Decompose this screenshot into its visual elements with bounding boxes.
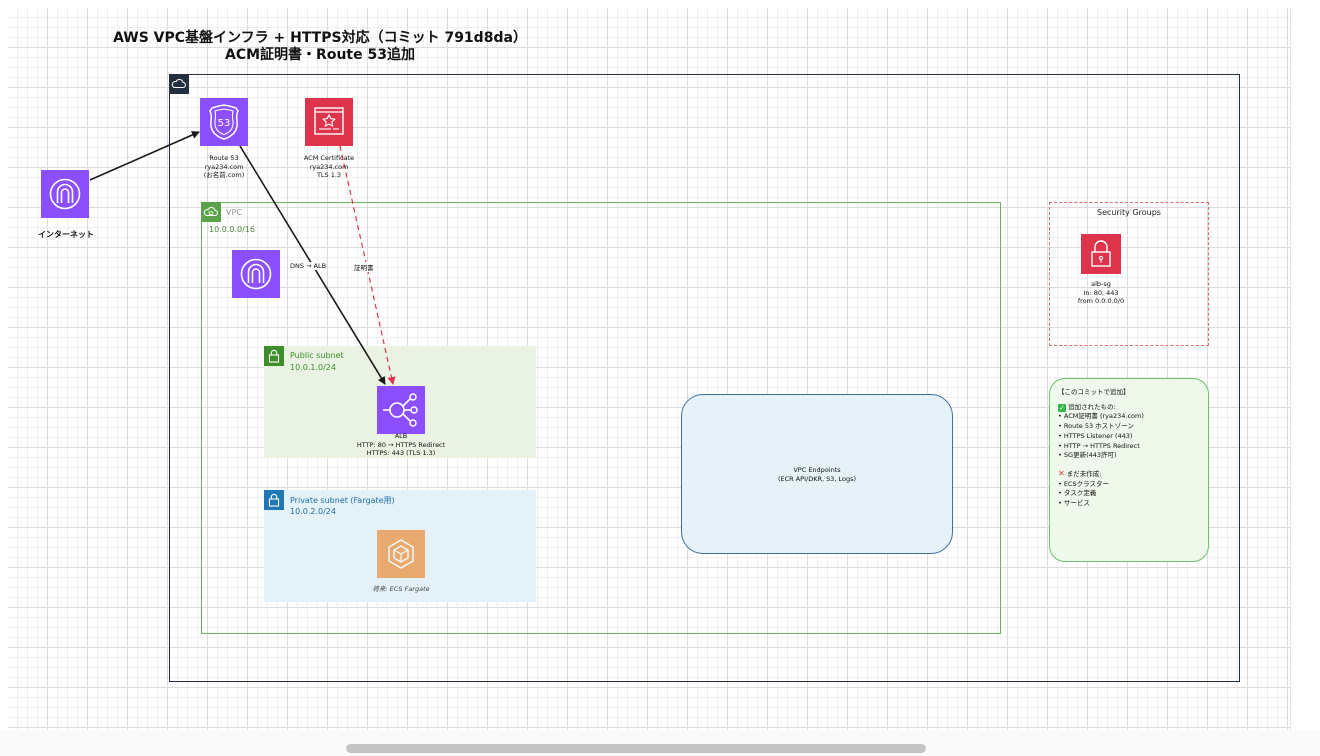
internet-label: インターネット bbox=[38, 230, 94, 239]
commit-note-text: 【このコミットで追加】 ✓ 追加されたもの: • ACM証明書 (rya234.… bbox=[1058, 388, 1204, 509]
cross-icon: ✕ bbox=[1058, 468, 1065, 478]
certificate-icon[interactable] bbox=[305, 98, 353, 146]
alb-caption: ALB HTTP: 80 → HTTPS Redirect HTTPS: 443… bbox=[356, 432, 446, 457]
note-added-item: • HTTPS Listener (443) bbox=[1058, 431, 1133, 440]
cloud-icon bbox=[169, 74, 189, 94]
public-subnet-cidr: 10.0.1.0/24 bbox=[290, 363, 336, 372]
note-added-item: • ACM証明書 (rya234.com) bbox=[1058, 412, 1144, 421]
private-subnet-cidr: 10.0.2.0/24 bbox=[290, 507, 336, 516]
note-pending-heading: まだ未作成: bbox=[1066, 469, 1102, 478]
title-line-2: ACM証明書・Route 53追加 bbox=[225, 47, 415, 63]
note-added-heading: 追加されたもの: bbox=[1068, 402, 1116, 411]
ecs-fargate-icon[interactable] bbox=[377, 530, 425, 578]
edge-label-dns: DNS → ALB bbox=[289, 262, 328, 270]
private-subnet-lock-icon bbox=[264, 490, 284, 510]
note-title: 【このコミットで追加】 bbox=[1058, 388, 1130, 396]
diagram-title: AWS VPC基盤インフラ + HTTPS対応（コミット 791d8da） AC… bbox=[112, 30, 528, 64]
aws-cloud-group[interactable] bbox=[169, 74, 1240, 682]
public-subnet-label: Public subnet bbox=[290, 351, 344, 360]
route53-caption: Route 53 rya234.com (お名前.com) bbox=[203, 154, 245, 179]
sg-caption: alb-sg In: 80, 443 from 0.0.0.0/0 bbox=[1077, 280, 1125, 305]
note-pending-item: • タスク定義 bbox=[1058, 489, 1097, 498]
edge-label-certificate: 証明書 bbox=[353, 262, 375, 272]
commit-note-box[interactable] bbox=[1049, 378, 1209, 562]
note-added-item: • Route 53 ホストゾーン bbox=[1058, 422, 1134, 431]
note-added-item: • SG更新(443許可) bbox=[1058, 451, 1117, 460]
title-line-1: AWS VPC基盤インフラ + HTTPS対応（コミット 791d8da） bbox=[113, 30, 527, 46]
vpc-endpoints-text: VPC Endpoints (ECR API/DKR, S3, Logs) bbox=[777, 466, 857, 483]
private-subnet-label: Private subnet (Fargate用) bbox=[290, 496, 395, 505]
vpc-cloud-icon bbox=[201, 202, 221, 222]
note-pending-item: • サービス bbox=[1058, 499, 1090, 508]
vpc-cidr: 10.0.0.0/16 bbox=[209, 225, 255, 234]
internet-gateway-icon[interactable] bbox=[41, 170, 89, 218]
note-added-item: • HTTP → HTTPS Redirect bbox=[1058, 441, 1140, 450]
load-balancer-icon[interactable] bbox=[377, 386, 425, 434]
vpc-internet-gateway-icon[interactable] bbox=[232, 250, 280, 298]
vpc-label: VPC bbox=[226, 208, 242, 217]
svg-text:53: 53 bbox=[218, 118, 231, 129]
note-pending-item: • ECSクラスター bbox=[1058, 479, 1110, 488]
acm-caption: ACM Certificate rya234.com TLS 1.3 bbox=[303, 154, 355, 179]
vpc-group[interactable] bbox=[201, 202, 1001, 634]
security-groups-box[interactable] bbox=[1049, 202, 1209, 346]
note-added-heading-row: ✓ 追加されたもの: bbox=[1058, 403, 1204, 413]
padlock-icon[interactable] bbox=[1081, 234, 1121, 274]
ecs-caption: 将来: ECS Fargate bbox=[372, 585, 430, 593]
route53-icon[interactable]: 53 bbox=[200, 98, 248, 146]
note-pending-heading-row: ✕ まだ未作成: bbox=[1058, 469, 1204, 480]
security-groups-title: Security Groups bbox=[1097, 208, 1161, 217]
public-subnet-lock-icon bbox=[264, 346, 284, 366]
edge-internet-to-route53[interactable] bbox=[89, 131, 200, 181]
vpc-endpoints-box[interactable] bbox=[681, 394, 953, 554]
horizontal-scrollbar[interactable] bbox=[346, 744, 926, 753]
check-icon: ✓ bbox=[1058, 403, 1066, 412]
